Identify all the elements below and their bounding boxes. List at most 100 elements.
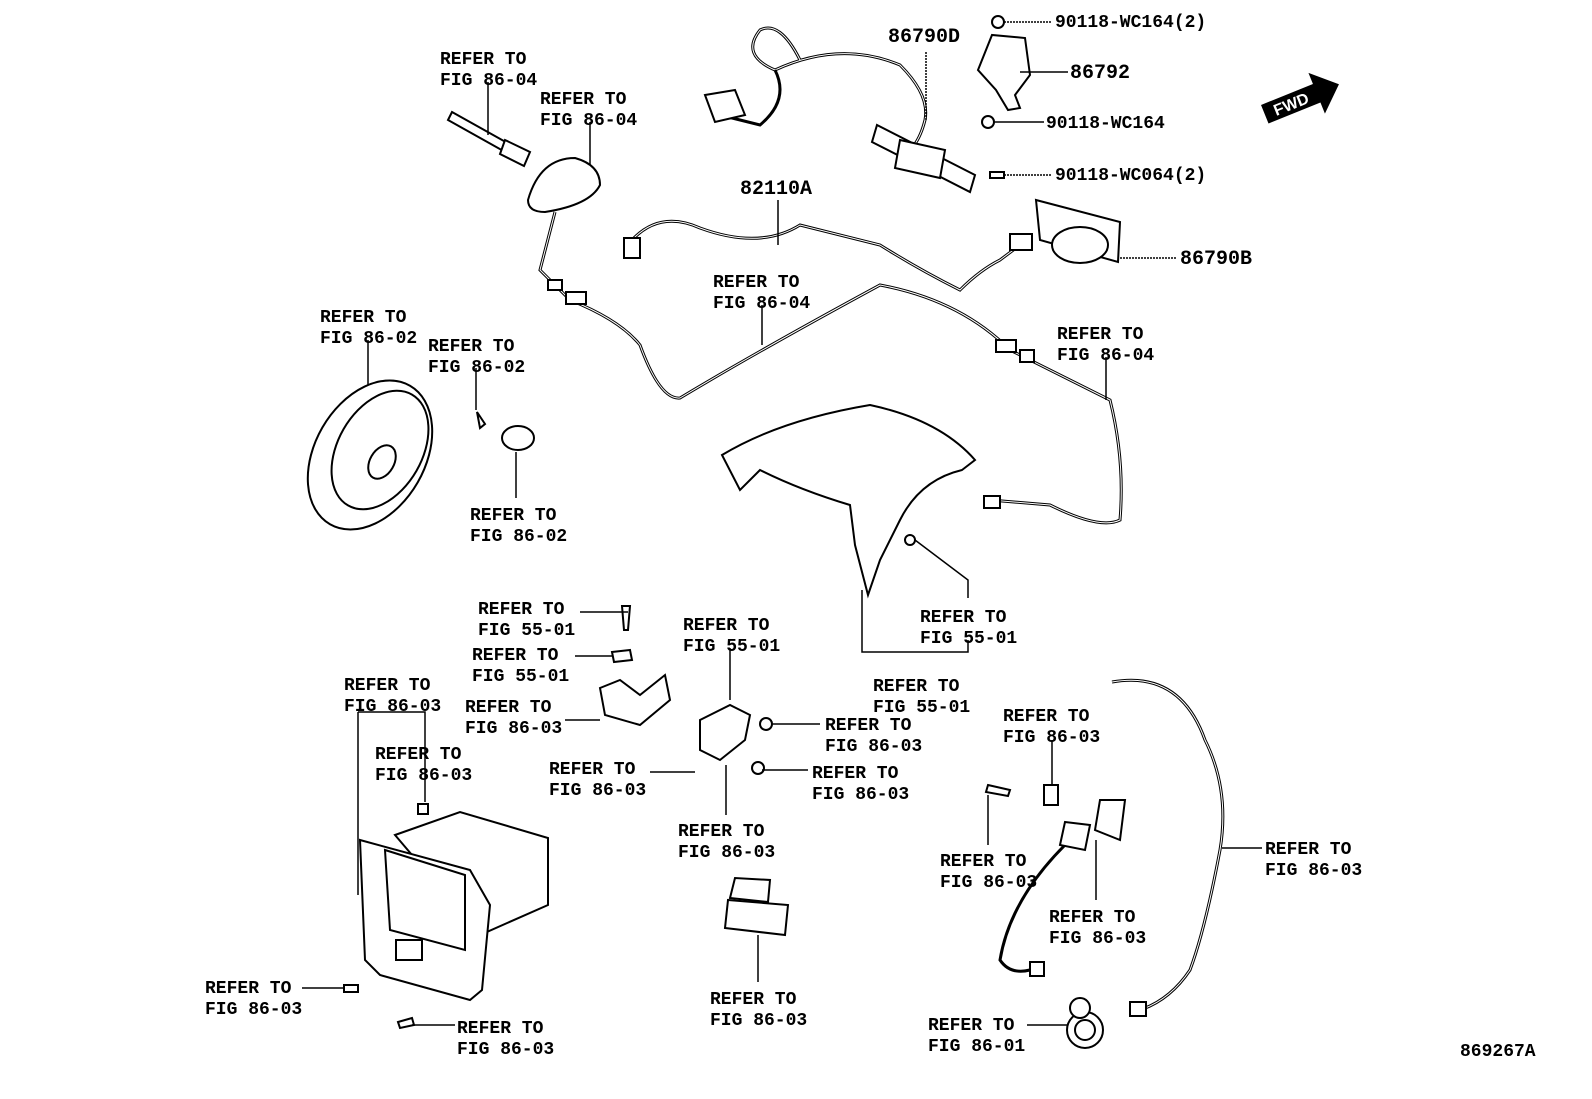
refer-to-figure: FIG 86-02 xyxy=(320,329,417,349)
refer-to-figure: FIG 86-03 xyxy=(710,1011,807,1031)
nut-icon xyxy=(991,15,1005,29)
refer-to-prefix: REFER TO xyxy=(928,1016,1015,1036)
part-number-86790B: 86790B xyxy=(1180,248,1252,271)
connector xyxy=(623,237,641,259)
connector xyxy=(565,291,587,305)
clip-icon xyxy=(904,534,916,546)
leader-lines xyxy=(302,21,1262,1026)
refer-to-prefix: REFER TO xyxy=(470,506,557,526)
refer-to-prefix: REFER TO xyxy=(472,646,559,666)
refer-to-prefix: REFER TO xyxy=(1003,707,1090,727)
antenna-rod xyxy=(446,110,532,168)
microphone xyxy=(1058,820,1092,852)
microphone-cable xyxy=(1111,678,1225,1012)
refer-to-figure: FIG 86-02 xyxy=(470,527,567,547)
refer-to-figure: FIG 86-03 xyxy=(465,719,562,739)
refer-to-figure: FIG 55-01 xyxy=(478,621,575,641)
bracket xyxy=(1093,799,1127,842)
refer-to-prefix: REFER TO xyxy=(1265,840,1352,860)
refer-to-figure: FIG 86-03 xyxy=(457,1040,554,1060)
screw-icon xyxy=(396,1016,416,1030)
refer-to-figure: FIG 86-02 xyxy=(428,358,525,378)
tweeter xyxy=(501,425,535,451)
refer-to-prefix: REFER TO xyxy=(710,990,797,1010)
refer-to-figure: FIG 55-01 xyxy=(472,667,569,687)
bracket xyxy=(699,703,752,762)
connector xyxy=(983,495,1001,509)
connector xyxy=(1129,1001,1147,1017)
refer-to-prefix: REFER TO xyxy=(540,90,627,110)
refer-to-prefix: REFER TO xyxy=(920,608,1007,628)
refer-to-prefix: REFER TO xyxy=(1057,325,1144,345)
part-number-90118-WC164-2: 90118-WC164(2) xyxy=(1055,13,1206,33)
connector xyxy=(1029,961,1045,977)
head-unit xyxy=(358,810,549,1002)
refer-to-prefix: REFER TO xyxy=(440,50,527,70)
refer-to-prefix: REFER TO xyxy=(205,979,292,999)
screw-icon xyxy=(343,984,359,993)
refer-to-prefix: REFER TO xyxy=(940,852,1027,872)
refer-to-prefix: REFER TO xyxy=(549,760,636,780)
refer-to-figure: FIG 86-04 xyxy=(540,111,637,131)
clip-icon xyxy=(1043,784,1059,806)
connector xyxy=(1019,349,1035,363)
refer-to-prefix: REFER TO xyxy=(457,1019,544,1039)
screw-icon xyxy=(759,717,773,731)
bracket-86792 xyxy=(976,33,1032,112)
refer-to-figure: FIG 86-04 xyxy=(713,294,810,314)
antenna-base xyxy=(526,156,602,214)
refer-to-prefix: REFER TO xyxy=(678,822,765,842)
refer-to-figure: FIG 86-03 xyxy=(678,843,775,863)
refer-to-figure: FIG 86-03 xyxy=(1265,861,1362,881)
screw-icon xyxy=(620,605,632,631)
part-number-90118-WC164: 90118-WC164 xyxy=(1046,114,1165,134)
refer-to-figure: FIG 55-01 xyxy=(683,637,780,657)
connector xyxy=(547,279,563,291)
usb-port xyxy=(1066,997,1104,1049)
speaker xyxy=(306,379,434,531)
clip-icon xyxy=(610,648,634,664)
rear-camera-bracket xyxy=(870,123,977,194)
part-number-90118-WC064-2: 90118-WC064(2) xyxy=(1055,166,1206,186)
clip-icon xyxy=(417,803,429,815)
dashboard-cover xyxy=(720,403,977,599)
refer-to-figure: FIG 86-03 xyxy=(205,1000,302,1020)
refer-to-figure: FIG 86-03 xyxy=(1049,929,1146,949)
refer-to-figure: FIG 86-03 xyxy=(549,781,646,801)
connector xyxy=(703,88,747,124)
refer-to-figure: FIG 86-04 xyxy=(1057,346,1154,366)
refer-to-figure: FIG 86-03 xyxy=(812,785,909,805)
bracket xyxy=(598,673,672,727)
connector xyxy=(995,339,1017,353)
refer-to-prefix: REFER TO xyxy=(428,337,515,357)
switch-module xyxy=(723,876,790,937)
refer-to-figure: FIG 86-03 xyxy=(375,766,472,786)
screw-icon xyxy=(476,411,487,430)
part-number-86792: 86792 xyxy=(1070,62,1130,85)
refer-to-prefix: REFER TO xyxy=(344,676,431,696)
part-number-86790D: 86790D xyxy=(888,26,960,49)
